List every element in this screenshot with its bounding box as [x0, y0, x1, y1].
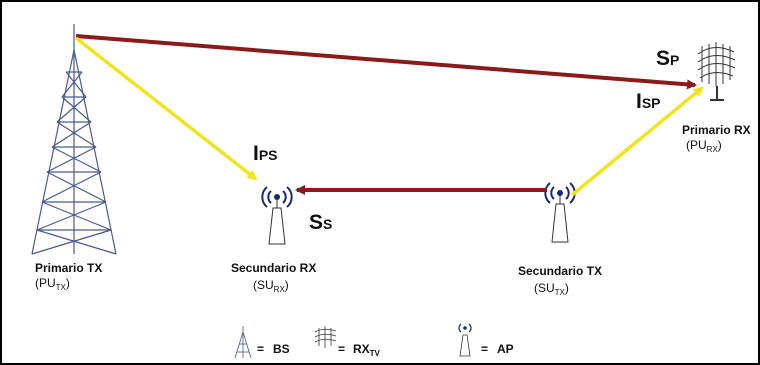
primary-rx-antenna-icon	[697, 42, 736, 101]
legend-tower-icon	[234, 326, 252, 359]
primary-rx-name: Primario RX	[682, 123, 751, 137]
signal-ss-label: SS	[309, 211, 332, 234]
interference-isp-arrow	[570, 86, 704, 197]
primary-tx-name: Primario TX	[35, 261, 102, 275]
legend: = BS = RXTV = AP	[234, 323, 514, 359]
primary-link-arrow	[75, 34, 697, 90]
legend-ap-eq: =	[481, 342, 488, 356]
legend-bs-eq: =	[257, 342, 264, 356]
legend-bs-label: BS	[273, 342, 290, 356]
legend-access-point-icon	[458, 323, 472, 357]
primary-rx-code: (PURX)	[686, 138, 722, 154]
legend-antenna-icon	[314, 326, 337, 348]
secondary-rx-code: (SURX)	[253, 278, 289, 294]
signal-ips-label: IPS	[253, 142, 278, 165]
legend-rx-eq: =	[338, 342, 345, 356]
secondary-rx-name: Secundario RX	[231, 261, 316, 275]
legend-ap-label: AP	[497, 342, 514, 356]
secondary-tx-access-point-icon	[544, 182, 576, 243]
secondary-tx-code: (SUTX)	[534, 281, 569, 297]
legend-rx-label: RXTV	[353, 342, 381, 358]
secondary-tx-name: Secundario TX	[518, 264, 602, 278]
primary-tx-code: (PUTX)	[35, 276, 70, 292]
signal-sp-label: SP	[656, 47, 679, 70]
primary-tx-tower-icon	[31, 24, 117, 255]
secondary-rx-access-point-icon	[261, 186, 293, 245]
interference-ips-arrow	[74, 36, 258, 181]
signal-isp-label: ISP	[636, 90, 661, 113]
